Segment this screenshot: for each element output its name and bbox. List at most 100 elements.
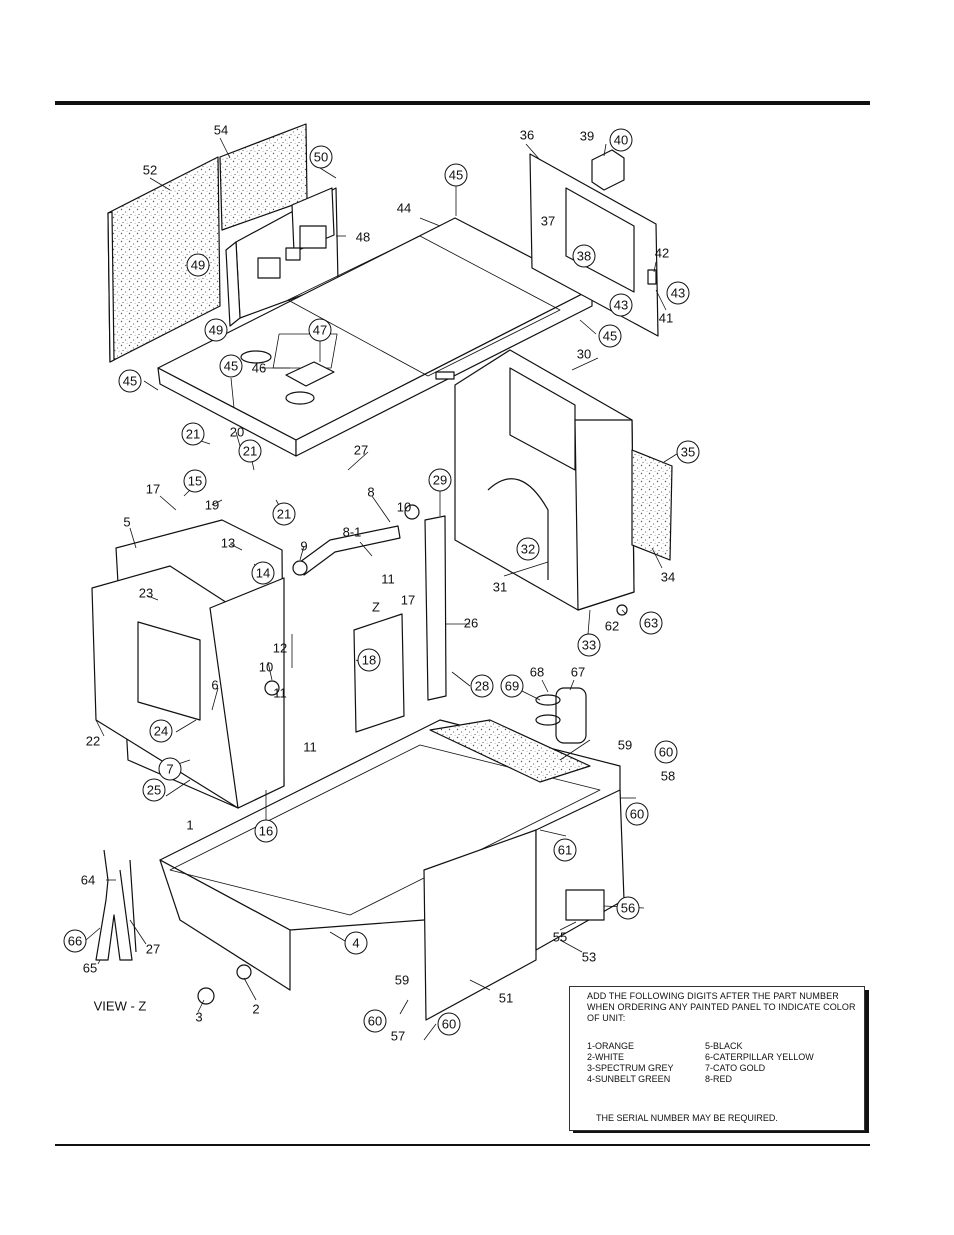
label-z: Z [372,600,380,615]
color-item: 8-RED [705,1074,733,1084]
label-20: 20 [230,425,244,440]
label-21c: 21 [277,507,291,522]
label-17a: 17 [146,482,160,497]
label-45d: 45 [123,374,137,389]
color-item: 4-SUNBELT GREEN [587,1074,671,1084]
color-item: 3-SPECTRUM GREY [587,1063,674,1073]
label-60d: 60 [442,1017,456,1032]
label-49a: 49 [191,258,205,273]
label-17b: 17 [401,593,415,608]
label-45b: 45 [603,329,617,344]
label-33: 33 [582,638,596,653]
label-11a: 11 [381,572,395,587]
label-39: 39 [580,129,594,144]
label-58: 58 [661,769,675,784]
label-8-1: 8-1 [343,525,362,540]
label-31: 31 [493,580,507,595]
upright-26 [424,515,447,701]
color-item: 6-CATERPILLAR YELLOW [705,1052,814,1062]
label-65: 65 [83,961,97,976]
label-15: 15 [188,474,202,489]
label-45a: 45 [449,168,463,183]
label-24: 24 [154,724,168,739]
label-38: 38 [577,249,591,264]
header-rule [55,101,870,105]
label-7: 7 [166,762,173,777]
label-52: 52 [143,163,157,178]
label-4: 4 [352,936,359,951]
footer-rule [55,1144,870,1146]
label-42: 42 [655,246,669,261]
label-21b: 21 [243,444,257,459]
label-54: 54 [214,123,228,138]
label-5: 5 [123,515,130,530]
label-27b: 27 [146,942,160,957]
label-32: 32 [521,542,535,557]
note-shadow [864,990,869,1131]
label-11b: 11 [273,686,287,701]
label-57: 57 [391,1029,405,1044]
label-49b: 49 [209,323,223,338]
label-60b: 60 [630,807,644,822]
label-68: 68 [530,665,544,680]
label-27a: 27 [354,443,368,458]
label-8: 8 [367,485,374,500]
label-56: 56 [621,901,635,916]
label-60c: 60 [368,1014,382,1029]
label-66: 66 [68,934,82,949]
color-item: 1-ORANGE [587,1041,635,1051]
filter-67 [555,687,587,744]
label-36: 36 [520,128,534,143]
label-2: 2 [252,1002,259,1017]
label-59a: 59 [618,738,632,753]
label-view-z: VIEW - Z [94,999,147,1014]
label-45c: 45 [224,359,238,374]
label-43a: 43 [671,286,685,301]
label-46: 46 [252,361,266,376]
label-1: 1 [186,818,193,833]
label-19: 19 [205,498,219,513]
label-62: 62 [605,619,619,634]
label-18: 18 [362,653,376,668]
color-item: 2-WHITE [587,1052,624,1062]
label-12: 12 [273,641,287,656]
color-item: 7-CATO GOLD [705,1063,766,1073]
label-16: 16 [259,824,273,839]
label-43b: 43 [614,298,628,313]
label-28: 28 [475,679,489,694]
label-59b: 59 [395,973,409,988]
panel-51 [423,829,537,1021]
label-23: 23 [139,586,153,601]
label-11c: 11 [303,740,317,755]
label-50: 50 [314,150,328,165]
note-instruction: ADD THE FOLLOWING DIGITS AFTER THE PART … [587,991,856,1023]
label-64: 64 [81,873,95,888]
label-9: 9 [300,539,307,554]
label-21a: 21 [186,427,200,442]
label-13: 13 [221,536,235,551]
label-6: 6 [211,678,218,693]
label-48: 48 [356,230,370,245]
label-35: 35 [681,445,695,460]
label-53: 53 [582,950,596,965]
label-51: 51 [499,991,513,1006]
label-22: 22 [86,734,100,749]
label-25: 25 [147,783,161,798]
label-69: 69 [505,679,519,694]
serial-note: THE SERIAL NUMBER MAY BE REQUIRED. [596,1113,778,1123]
label-55: 55 [553,930,567,945]
color-item: 5-BLACK [705,1041,743,1051]
label-44: 44 [397,201,411,216]
label-47: 47 [313,323,327,338]
label-40: 40 [614,133,628,148]
handle-39 [591,149,625,191]
color-code-note: ADD THE FOLLOWING DIGITS AFTER THE PART … [569,986,865,1131]
label-10b: 10 [259,660,273,675]
label-61: 61 [558,843,572,858]
label-3: 3 [195,1010,202,1025]
label-41: 41 [659,311,673,326]
label-30: 30 [577,347,591,362]
label-10a: 10 [397,500,411,515]
label-37: 37 [541,214,555,229]
